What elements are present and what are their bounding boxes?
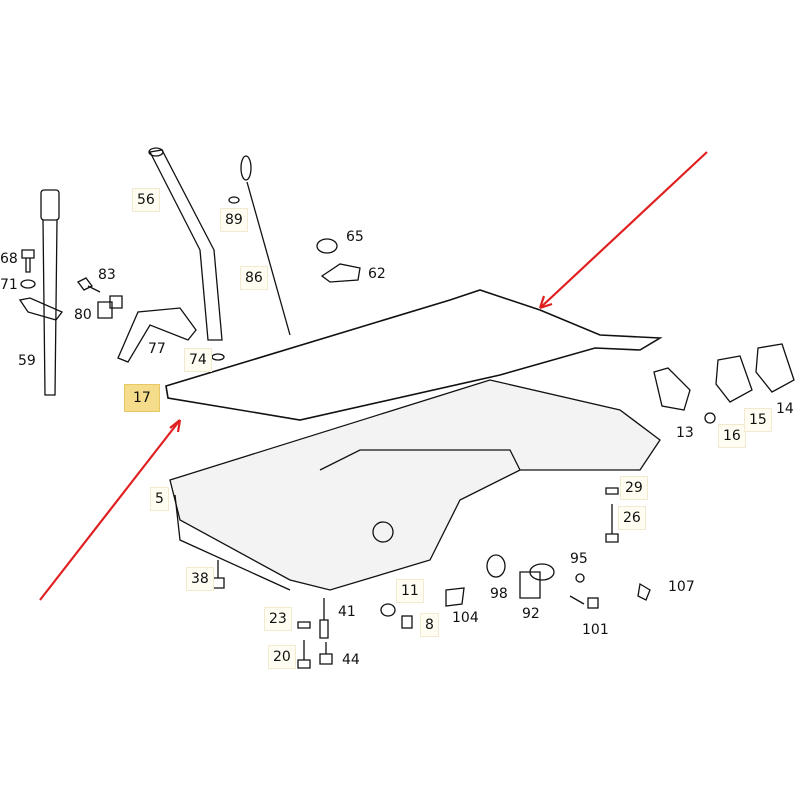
part-label-26: 26 xyxy=(618,506,646,530)
gasket-17 xyxy=(165,289,663,421)
dipstick-tube-59 xyxy=(18,189,64,396)
grommet-65 xyxy=(316,238,338,254)
part-label-44: 44 xyxy=(342,652,360,668)
covers-13-14-15 xyxy=(653,343,795,424)
dipstick-86 xyxy=(240,155,291,336)
red-arrows xyxy=(39,151,708,601)
part-label-71: 71 xyxy=(0,277,18,293)
part-label-23: 23 xyxy=(264,607,292,631)
part-label-98: 98 xyxy=(490,586,508,602)
ring-89 xyxy=(228,196,240,204)
part-label-29: 29 xyxy=(620,476,648,500)
part-label-86: 86 xyxy=(240,266,268,290)
part-label-68: 68 xyxy=(0,251,18,267)
part-label-101: 101 xyxy=(582,622,609,638)
bracket-77 xyxy=(117,307,197,363)
seal-74 xyxy=(211,353,225,361)
small-parts xyxy=(211,487,651,669)
part-label-80: 80 xyxy=(74,307,92,323)
part-label-83: 83 xyxy=(98,267,116,283)
part-label-65: 65 xyxy=(346,229,364,245)
part-label-77: 77 xyxy=(148,341,166,357)
part-label-41: 41 xyxy=(338,604,356,620)
part-label-8: 8 xyxy=(420,613,439,637)
part-label-20: 20 xyxy=(268,645,296,669)
part-label-89: 89 xyxy=(220,208,248,232)
part-label-5: 5 xyxy=(150,487,169,511)
bolt-83 xyxy=(77,277,101,293)
part-label-11: 11 xyxy=(396,579,424,603)
part-label-17-highlighted: 17 xyxy=(124,384,160,412)
part-label-15: 15 xyxy=(744,408,772,432)
bolt-68 xyxy=(20,249,36,289)
part-label-59: 59 xyxy=(18,353,36,369)
part-label-92: 92 xyxy=(522,606,540,622)
part-label-38: 38 xyxy=(186,567,214,591)
part-label-95: 95 xyxy=(570,551,588,567)
part-label-14: 14 xyxy=(776,401,794,417)
bracket-62 xyxy=(320,263,361,283)
part-label-107: 107 xyxy=(668,579,695,595)
clip-80 xyxy=(97,295,123,319)
part-label-62: 62 xyxy=(368,266,386,282)
part-label-104: 104 xyxy=(452,610,479,626)
part-label-16: 16 xyxy=(718,424,746,448)
oil-pan-5 xyxy=(169,379,661,591)
dipstick-tube-56 xyxy=(148,147,223,341)
part-label-13: 13 xyxy=(676,425,694,441)
part-label-56: 56 xyxy=(132,188,160,212)
part-label-74: 74 xyxy=(184,348,212,372)
